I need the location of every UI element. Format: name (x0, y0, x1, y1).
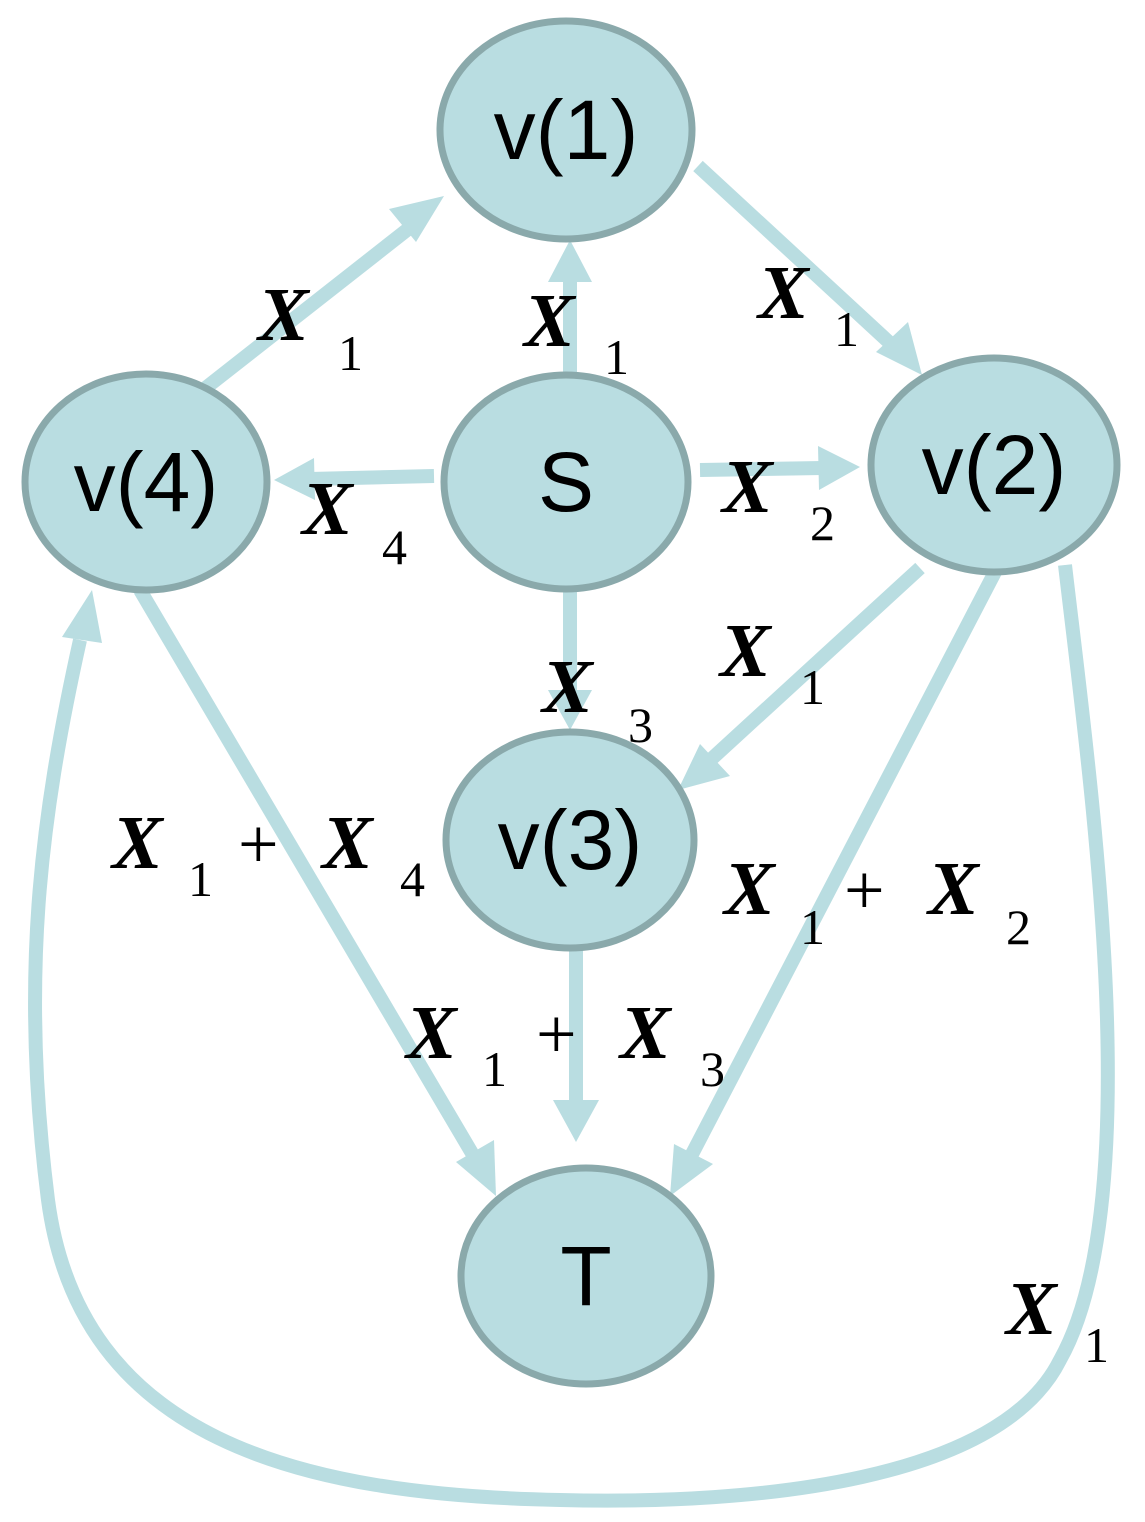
label-v2-t-sub1: 1 (800, 899, 825, 955)
node-v1-label: v(1) (494, 83, 639, 177)
edge-s-to-v1 (548, 240, 592, 378)
label-s-v2: X 2 (720, 445, 835, 551)
label-v4-t-sub1: 1 (188, 851, 213, 907)
label-s-v2-var: X (720, 445, 775, 529)
label-v4-t-var1: X (110, 801, 165, 885)
label-v3-t-sub2: 3 (700, 1041, 725, 1097)
label-v4-t-sub2: 4 (400, 851, 425, 907)
node-v3-label: v(3) (498, 793, 643, 887)
node-s: S (440, 371, 692, 593)
label-s-v1-var: X (522, 279, 577, 363)
label-v4-t-var2: X (320, 801, 375, 885)
label-v2-t-op: + (844, 850, 885, 930)
edge-v4-to-t (133, 586, 496, 1196)
label-s-v4-var: X (300, 467, 355, 551)
edge-s-to-v3 (548, 590, 592, 730)
label-s-v3: X 3 (540, 645, 653, 753)
label-v1-v2-sub: 1 (834, 301, 859, 357)
edge-s-to-v4 (274, 458, 435, 500)
label-v2-v4-curve: X 1 (1004, 1267, 1109, 1373)
label-v3-t: X 1 + X 3 (404, 991, 725, 1097)
edge-v2-to-t (670, 568, 1002, 1196)
label-v2-v4-sub: 1 (1084, 1317, 1109, 1373)
label-v4-v1-sub: 1 (338, 325, 363, 381)
label-s-v3-var: X (540, 645, 595, 729)
label-v4-t-op: + (238, 804, 279, 884)
label-s-v2-sub: 2 (810, 495, 835, 551)
label-v4-v1-var: X (256, 273, 311, 357)
edge-v2-to-v4-curve (27, 564, 1115, 1508)
edge-v3-to-t (553, 948, 599, 1142)
edge-v1-to-v2 (693, 160, 922, 375)
node-s-label: S (538, 435, 594, 529)
label-v1-v2: X 1 (756, 251, 859, 357)
label-v2-t-sub2: 2 (1006, 899, 1031, 955)
label-v2-v3-sub: 1 (800, 659, 825, 715)
label-v2-v3: X 1 (718, 609, 825, 715)
node-v4-label: v(4) (74, 435, 219, 529)
label-v3-t-var1: X (404, 991, 459, 1075)
label-v2-t: X 1 + X 2 (722, 847, 1031, 955)
node-t: T (457, 1164, 715, 1388)
label-s-v1-sub: 1 (604, 329, 629, 385)
label-s-v4: X 4 (300, 467, 407, 575)
node-v3: v(3) (442, 728, 698, 952)
label-v3-t-var2: X (618, 991, 673, 1075)
node-t-label: T (560, 1229, 611, 1323)
label-s-v4-sub: 4 (382, 519, 407, 575)
label-v4-v1: X 1 (256, 273, 363, 381)
edge-v2-to-v3 (678, 562, 925, 790)
node-v1: v(1) (436, 17, 696, 243)
label-s-v3-sub: 3 (628, 697, 653, 753)
edge-s-to-v2 (699, 446, 860, 490)
label-v3-t-sub1: 1 (482, 1041, 507, 1097)
label-v4-t: X 1 + X 4 (110, 801, 425, 907)
label-v2-v3-var: X (718, 609, 773, 693)
edge-v4-to-v1 (198, 196, 444, 396)
label-v1-v2-var: X (756, 251, 811, 335)
label-v2-t-var1: X (722, 847, 777, 931)
label-s-v1: X 1 (522, 279, 629, 385)
label-v2-v4-var: X (1004, 1267, 1059, 1351)
node-v2: v(2) (867, 354, 1121, 576)
label-v3-t-op: + (536, 994, 577, 1074)
label-v2-t-var2: X (926, 847, 981, 931)
node-v4: v(4) (21, 370, 271, 594)
node-v2-label: v(2) (922, 418, 1067, 512)
